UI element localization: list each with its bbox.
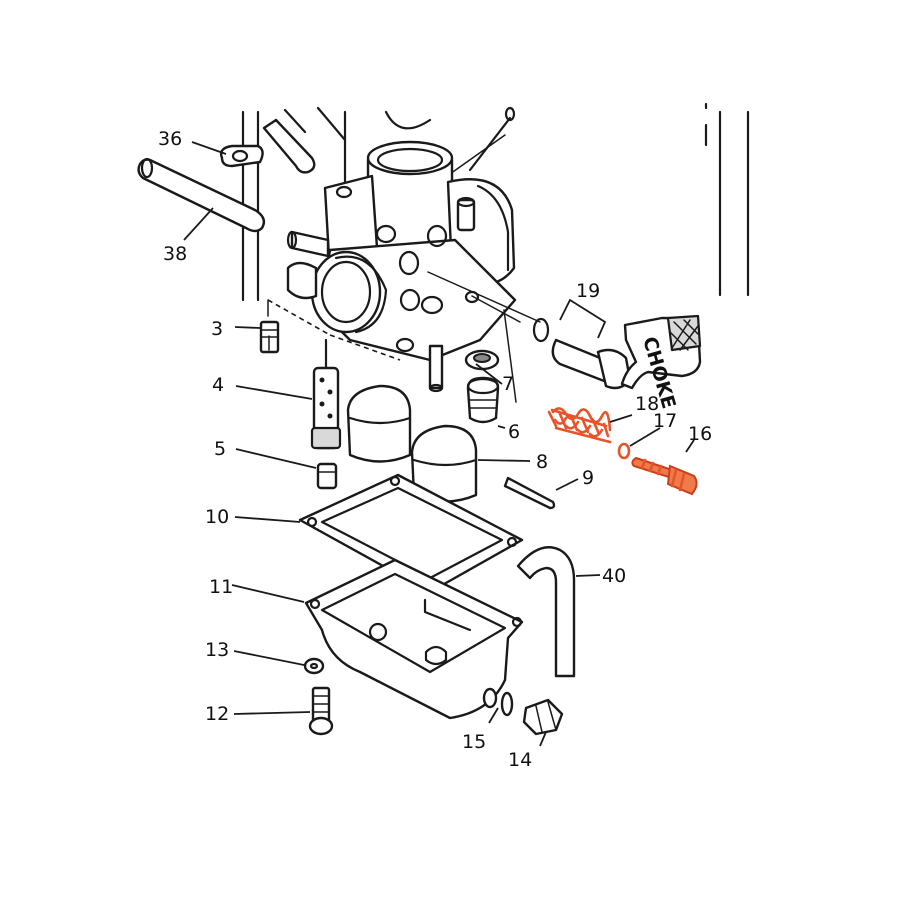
part-40-overflow-hose — [516, 546, 576, 678]
callout-12: 12 — [205, 703, 229, 725]
callout-4: 4 — [212, 374, 224, 396]
part-17-o-ring — [617, 442, 631, 460]
part-19-starter-plunger — [532, 317, 632, 390]
callout-7: 7 — [502, 373, 514, 395]
part-16-starter-screw — [631, 456, 698, 496]
callout-10: 10 — [205, 506, 229, 528]
callout-9: 9 — [582, 467, 594, 489]
part-36-bracket — [219, 144, 264, 168]
callout-38: 38 — [163, 243, 187, 265]
choke-lever: CHOKE — [620, 314, 702, 411]
callout-3: 3 — [211, 318, 223, 340]
part-8-floats — [346, 384, 478, 503]
part-12-bowl-screw — [308, 686, 334, 736]
callout-19: 19 — [576, 280, 600, 302]
part-6-valve-seat — [466, 376, 500, 424]
alignment-lines — [267, 271, 541, 403]
callout-16: 16 — [688, 423, 712, 445]
callout-5: 5 — [214, 438, 226, 460]
part-18-spring — [547, 407, 612, 444]
callout-6: 6 — [508, 421, 520, 443]
callout-15: 15 — [462, 731, 486, 753]
carburetor-body — [286, 140, 517, 393]
part-11-float-bowl — [304, 558, 524, 720]
part-3-pilot-jet — [259, 320, 280, 354]
callout-13: 13 — [205, 639, 229, 661]
callout-11: 11 — [209, 576, 233, 598]
leader-lines — [183, 141, 695, 747]
part-7-washer — [464, 349, 500, 371]
part-38-hose — [137, 157, 266, 233]
part-4-emulsion-tube — [310, 338, 342, 450]
part-13-washer — [303, 657, 325, 675]
part-5-main-jet — [316, 462, 338, 490]
callout-40: 40 — [602, 565, 626, 587]
part-14-drain-plug — [522, 698, 564, 736]
callout-18: 18 — [635, 393, 659, 415]
callout-36: 36 — [158, 128, 182, 150]
callout-labels: 36 38 3 4 5 6 7 8 9 10 11 12 13 14 15 16… — [158, 128, 712, 771]
part-9-float-pin — [503, 476, 556, 510]
callout-14: 14 — [508, 749, 532, 771]
part-15-drain-gasket — [482, 687, 514, 717]
callout-8: 8 — [536, 451, 548, 473]
callout-17: 17 — [653, 410, 677, 432]
